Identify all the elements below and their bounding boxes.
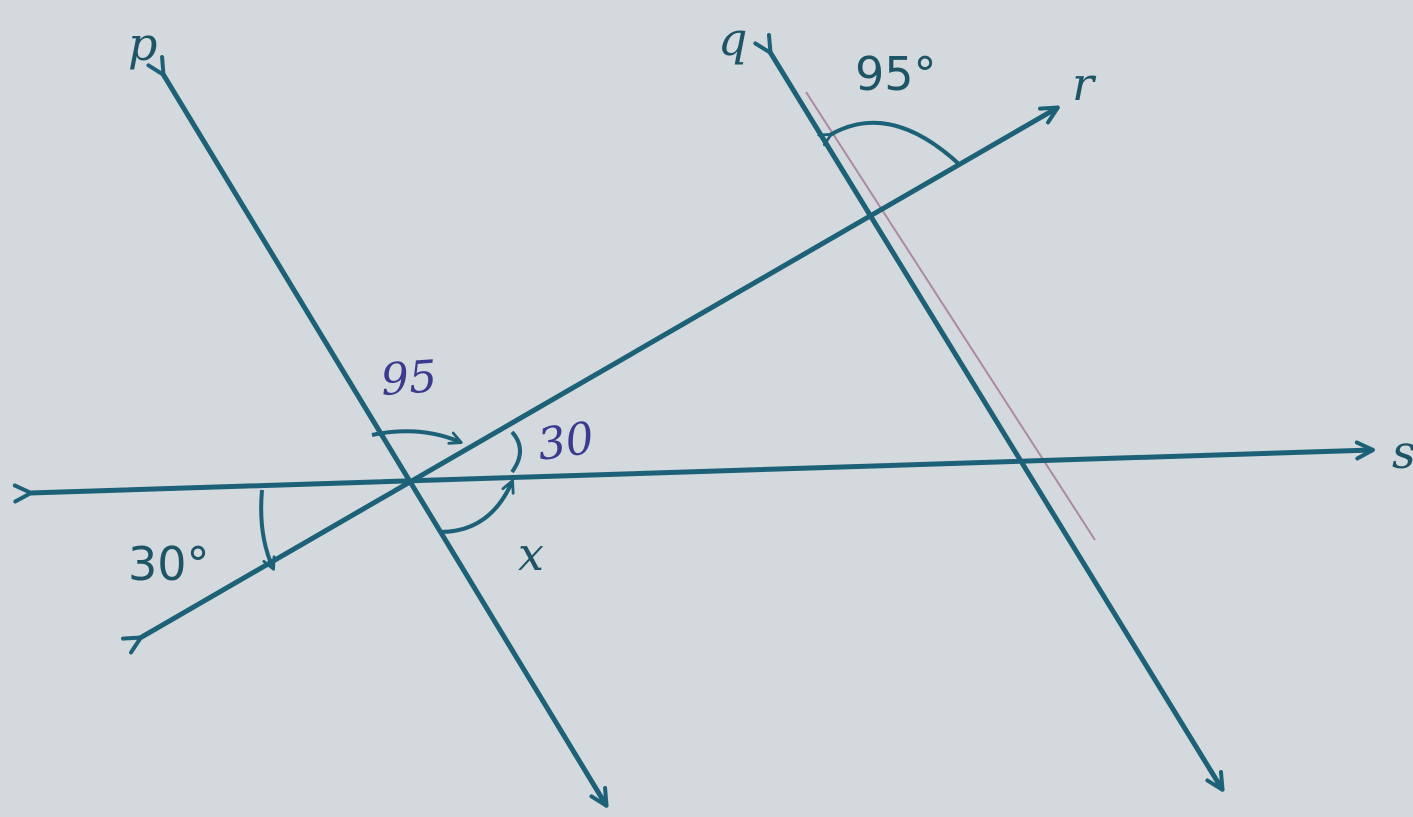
- angle-label-x: x: [518, 527, 544, 581]
- angle-arc-30: [259, 489, 276, 571]
- line-s: [12, 440, 1375, 504]
- pencil-arc-b: [510, 430, 522, 474]
- label-r: r: [1072, 57, 1097, 111]
- handwritten-angle-b: 30: [534, 413, 597, 471]
- line-r: [121, 105, 1060, 655]
- handwritten-angle-a: 95: [379, 351, 438, 406]
- angle-label-95: 95°: [855, 47, 937, 101]
- angle-arc-x: [439, 479, 515, 534]
- angle-label-30: 30°: [128, 537, 210, 591]
- angle-arc-95: [817, 120, 962, 167]
- label-p: p: [128, 17, 157, 71]
- label-s: s: [1392, 425, 1413, 479]
- label-q: q: [718, 12, 747, 66]
- pencil-arc-a: [371, 429, 463, 445]
